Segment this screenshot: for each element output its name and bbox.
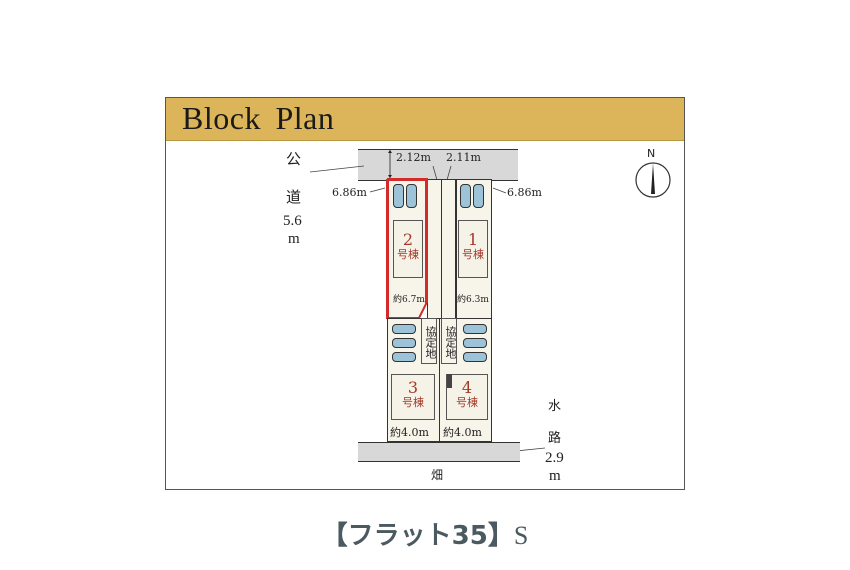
house-3 (391, 374, 435, 420)
footer-flat35: 【フラット35】S (0, 515, 850, 552)
lot-1-label: 1 号棟 (462, 230, 484, 261)
house-1 (458, 220, 488, 278)
lot2-side-dim: 6.86m (332, 186, 367, 199)
lot-3-label: 3 号棟 (402, 378, 424, 409)
footer-text: フラット35 (347, 521, 488, 551)
car-icon (392, 338, 416, 348)
waterway-label-2: 路 (548, 430, 562, 445)
car-icon (392, 352, 416, 362)
agreement-land-right: 協定地 (441, 318, 457, 364)
waterway-label-1: 水 (548, 398, 562, 413)
footer-suffix: S (513, 521, 529, 550)
page-title: Block Plan (182, 100, 335, 136)
public-road-label-1: 公 (286, 152, 302, 168)
car-icon (463, 352, 487, 362)
agreement-land-left: 協定地 (421, 318, 437, 364)
lot-2-outline (386, 178, 428, 319)
frontage-left-dim: 2.12m (396, 151, 431, 164)
compass-icon (635, 162, 671, 198)
footer-bracket-open: 【 (321, 521, 348, 551)
frontage-right-dim: 2.11m (446, 151, 481, 164)
lot1-depth-dim: 約6.3m (457, 295, 489, 305)
lot-2-label: 2 号棟 (397, 230, 419, 261)
lot4-depth-dim: 約4.0m (443, 426, 482, 439)
house-4 (446, 374, 488, 420)
car-icon (463, 324, 487, 334)
lot2-depth-dim: 約6.7m (393, 295, 425, 305)
field-label: 畑 (431, 468, 444, 482)
waterway (358, 442, 520, 462)
car-icon (392, 324, 416, 334)
compass: N (633, 147, 673, 203)
lot1-side-dim: 6.86m (507, 186, 542, 199)
public-road-width-unit: m (288, 231, 300, 247)
car-icon (460, 184, 471, 208)
public-road (358, 149, 518, 181)
header-bar: Block Plan (166, 98, 684, 141)
public-road-label-2: 道 (286, 190, 302, 206)
compass-north-label: N (647, 147, 656, 160)
waterway-width-unit: m (549, 468, 561, 484)
car-icon (406, 184, 417, 208)
car-icon (463, 338, 487, 348)
public-road-width-value: 5.6 (283, 213, 302, 229)
car-icon (473, 184, 484, 208)
entrance-mark (447, 374, 452, 388)
access-strip-right (441, 179, 456, 319)
lot3-depth-dim: 約4.0m (390, 426, 429, 439)
car-icon (393, 184, 404, 208)
house-2 (393, 220, 423, 278)
footer-bracket-close: 】 (487, 521, 514, 551)
waterway-width-value: 2.9 (545, 450, 564, 466)
lot-4-label: 4 号棟 (456, 378, 478, 409)
